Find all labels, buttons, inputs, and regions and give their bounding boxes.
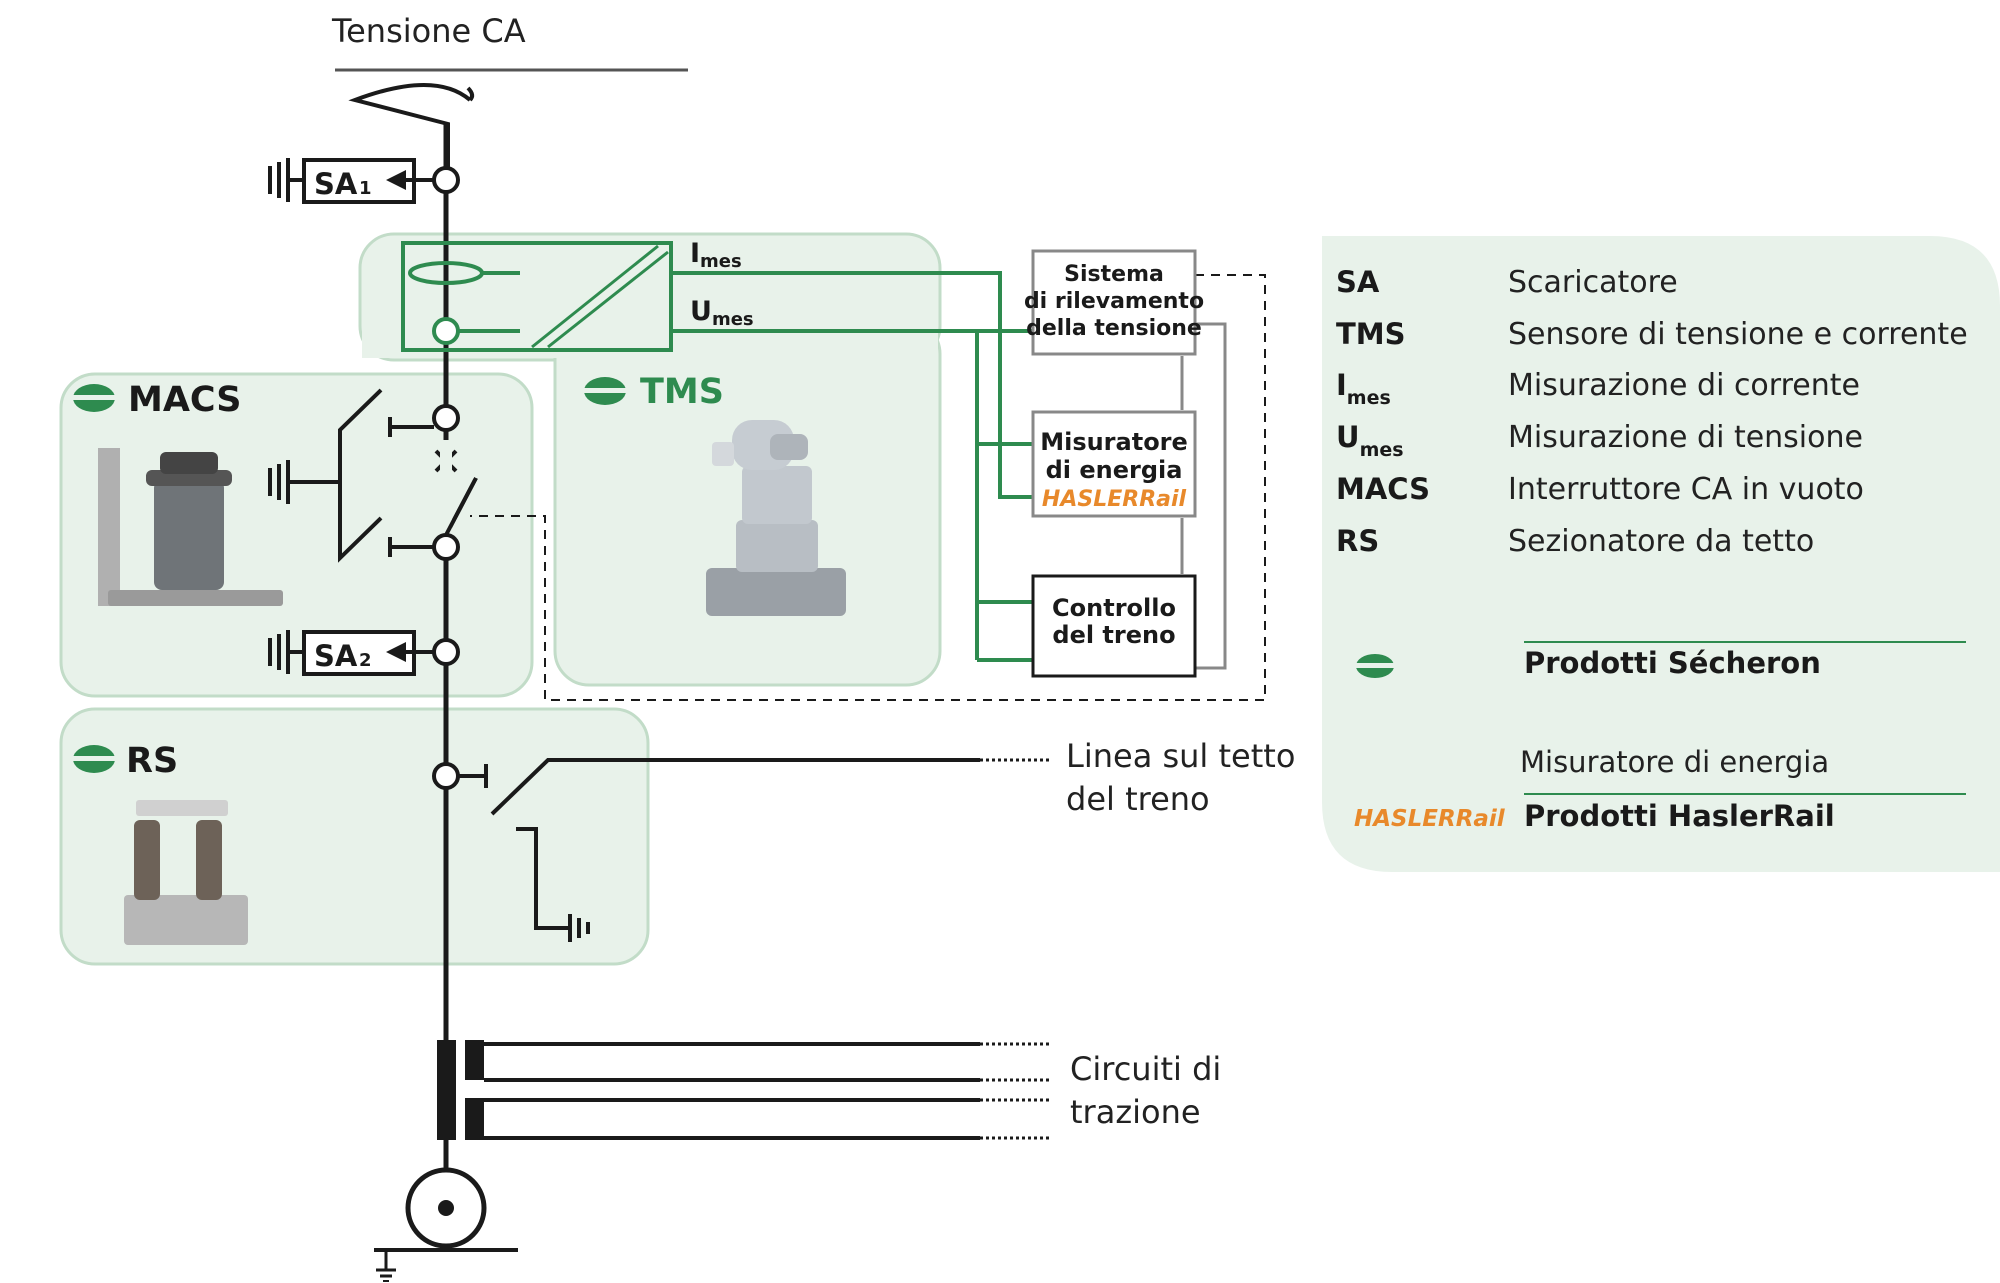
roof-disconnector-photo xyxy=(124,800,248,945)
svg-text:TMS: TMS xyxy=(1336,317,1406,351)
macs-secheron-logo xyxy=(73,384,115,412)
macs-node-bottom xyxy=(432,533,460,561)
svg-text:RS: RS xyxy=(1336,524,1379,558)
roof-line-label-2: del treno xyxy=(1066,780,1210,818)
sa1-node xyxy=(432,166,460,194)
svg-text:MACS: MACS xyxy=(1336,472,1430,506)
svg-text:Interruttore CA in vuoto: Interruttore CA in vuoto xyxy=(1508,472,1864,507)
traction-label-1: Circuiti di xyxy=(1070,1050,1221,1088)
legend-row: Umes Misurazione di tensione xyxy=(1336,420,1863,461)
rs-node xyxy=(432,762,460,790)
breaker-gap xyxy=(440,440,452,535)
tms-sensor-photo xyxy=(706,420,846,616)
legend-row: TMS Sensore di tensione e corrente xyxy=(1336,317,1968,352)
legend-secheron-label: Prodotti Sécheron xyxy=(1524,646,1821,680)
legend-secheron-logo xyxy=(1356,654,1394,678)
svg-text:Scaricatore: Scaricatore xyxy=(1508,265,1678,300)
legend: SA Scaricatore TMS Sensore di tensione e… xyxy=(1336,265,1968,833)
svg-text:del treno: del treno xyxy=(1052,621,1175,649)
macs-node-top xyxy=(432,404,460,432)
sa2-arrester: SA 2 xyxy=(268,630,436,676)
energy-meter-box: Misuratore di energia HASLERRail xyxy=(1031,410,1197,518)
svg-text:di rilevamento: di rilevamento xyxy=(1024,289,1204,314)
tms-sensor-symbol xyxy=(401,241,673,352)
signal-wiring xyxy=(671,271,1032,662)
roof-disconnector-symbol xyxy=(458,758,980,942)
legend-hasler-logo: HASLERRail xyxy=(1354,806,1506,832)
umes-label: Umes xyxy=(690,296,754,330)
legend-row: SA Scaricatore xyxy=(1336,265,1678,300)
imes-label: Imes xyxy=(690,238,742,272)
macs-panel xyxy=(59,372,534,698)
legend-hasler-label: Prodotti HaslerRail xyxy=(1524,799,1835,833)
legend-panel xyxy=(1322,236,2000,872)
legend-row: RS Sezionatore da tetto xyxy=(1336,524,1814,559)
svg-text:Misurazione di tensione: Misurazione di tensione xyxy=(1508,420,1863,455)
svg-text:SA: SA xyxy=(1336,265,1380,299)
sa2-node xyxy=(432,638,460,666)
sa1-arrester: SA 1 xyxy=(268,158,436,204)
svg-text:di energia: di energia xyxy=(1046,456,1183,484)
dashed-control-line xyxy=(470,274,1266,701)
traction-label-2: trazione xyxy=(1070,1093,1201,1131)
legend-meter-note: Misuratore di energia xyxy=(1520,745,1829,779)
sa1-label: SA xyxy=(314,167,358,201)
pantograph-symbol xyxy=(348,83,472,180)
svg-text:Imes: Imes xyxy=(1336,368,1391,409)
motor-ground-symbol xyxy=(374,1140,518,1282)
hasler-logo: HASLERRail xyxy=(1042,487,1187,512)
vacuum-breaker-photo xyxy=(98,448,283,606)
supply-label: Tensione CA xyxy=(331,12,526,50)
tms-secheron-logo xyxy=(584,377,626,405)
svg-text:Sensore di tensione e corrente: Sensore di tensione e corrente xyxy=(1508,317,1968,352)
roof-line-label-1: Linea sul tetto xyxy=(1066,737,1295,775)
sa2-label: SA xyxy=(314,639,358,673)
svg-text:Umes: Umes xyxy=(1336,420,1404,461)
rs-secheron-logo xyxy=(73,745,115,773)
sa1-subscript: 1 xyxy=(359,178,372,199)
sa2-subscript: 2 xyxy=(359,650,372,671)
svg-text:Controllo: Controllo xyxy=(1052,594,1176,622)
legend-row: MACS Interruttore CA in vuoto xyxy=(1336,472,1864,507)
svg-text:Sezionatore da tetto: Sezionatore da tetto xyxy=(1508,524,1814,559)
macs-title: MACS xyxy=(128,380,241,420)
tms-title: TMS xyxy=(640,372,724,412)
transformer-symbol xyxy=(437,1040,1050,1140)
rs-title: RS xyxy=(126,741,178,781)
train-control-box: Controllo del treno xyxy=(1031,574,1197,678)
svg-text:Misurazione di corrente: Misurazione di corrente xyxy=(1508,368,1860,403)
detection-system-box: Sistema di rilevamento della tensione xyxy=(1024,249,1204,356)
legend-row: Imes Misurazione di corrente xyxy=(1336,368,1860,409)
svg-text:della tensione: della tensione xyxy=(1026,316,1202,341)
bus-wiring xyxy=(1180,322,1227,670)
svg-text:Misuratore: Misuratore xyxy=(1040,428,1188,456)
svg-text:Sistema: Sistema xyxy=(1064,262,1164,287)
